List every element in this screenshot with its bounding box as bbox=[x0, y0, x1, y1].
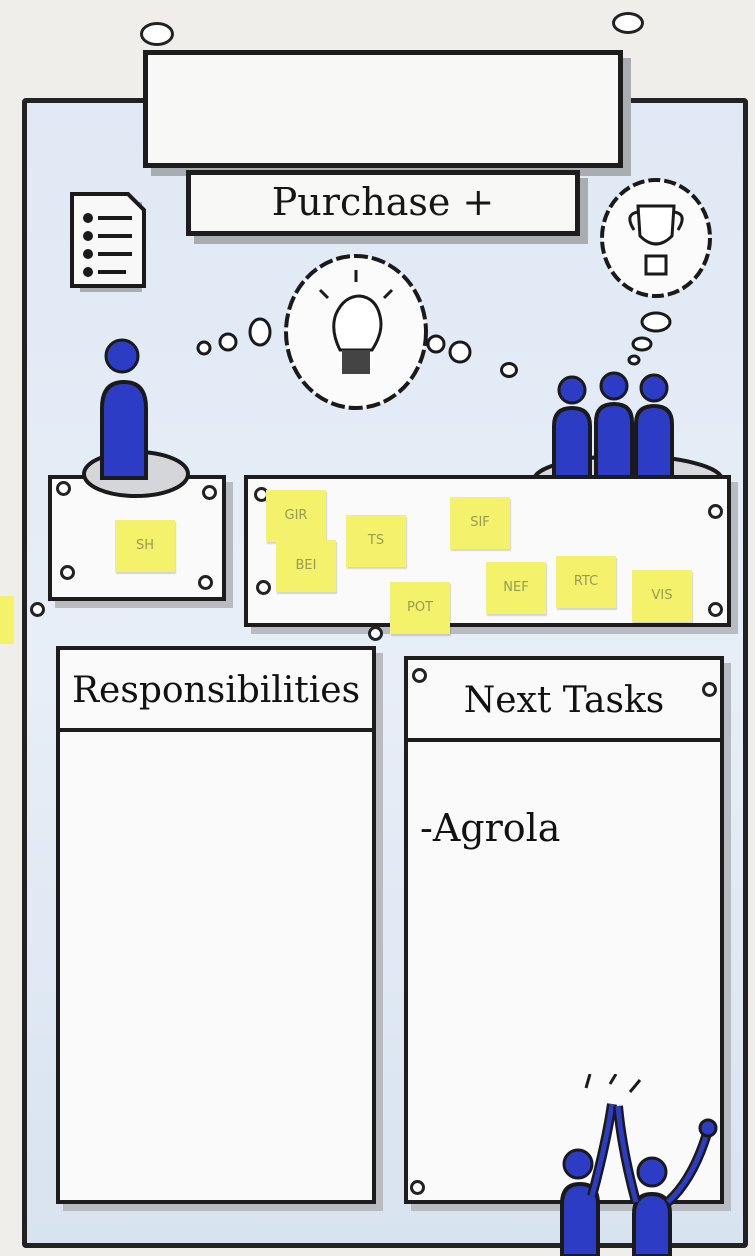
panel-hole bbox=[198, 575, 213, 590]
sticky-note: TS bbox=[346, 515, 406, 567]
top-banner bbox=[143, 50, 623, 168]
sticky-note: SIF bbox=[450, 497, 510, 549]
task-item: -Agrola bbox=[420, 806, 561, 850]
person-icon bbox=[82, 338, 190, 498]
responsibilities-panel: Responsibilities bbox=[56, 646, 376, 1204]
panel-hole bbox=[60, 565, 75, 580]
pin-icon bbox=[368, 626, 383, 641]
high-five-icon bbox=[560, 1074, 718, 1256]
thought-bubble bbox=[500, 362, 518, 378]
panel-hole bbox=[56, 481, 71, 496]
trophy-icon bbox=[600, 178, 712, 366]
panel-hole bbox=[708, 602, 723, 617]
pin-icon bbox=[30, 602, 45, 617]
panel-hole bbox=[202, 485, 217, 500]
sticky-note-edge bbox=[0, 596, 14, 644]
page-title: Purchase + bbox=[271, 180, 495, 224]
sticky-note: RTC bbox=[556, 556, 616, 608]
panel-hole bbox=[412, 668, 427, 683]
next-tasks-heading: Next Tasks bbox=[408, 660, 720, 742]
panel-hole bbox=[702, 682, 717, 697]
sticky-note: NEF bbox=[486, 562, 546, 614]
next-tasks-panel: Next Tasks bbox=[404, 656, 724, 1204]
responsibilities-heading: Responsibilities bbox=[60, 650, 372, 732]
sticky-note: GIR bbox=[266, 490, 326, 542]
sticky-note: SH bbox=[115, 520, 175, 572]
title-banner bbox=[186, 170, 580, 236]
panel-hole bbox=[256, 580, 271, 595]
pin-icon bbox=[140, 22, 174, 46]
sticky-note: POT bbox=[390, 582, 450, 634]
checklist-icon bbox=[70, 192, 146, 292]
pin-icon bbox=[612, 12, 644, 34]
panel-hole bbox=[708, 504, 723, 519]
sticky-note: VIS bbox=[632, 570, 692, 622]
lightbulb-icon bbox=[196, 254, 472, 410]
panel-hole bbox=[410, 1180, 425, 1195]
sticky-note: BEI bbox=[276, 540, 336, 592]
